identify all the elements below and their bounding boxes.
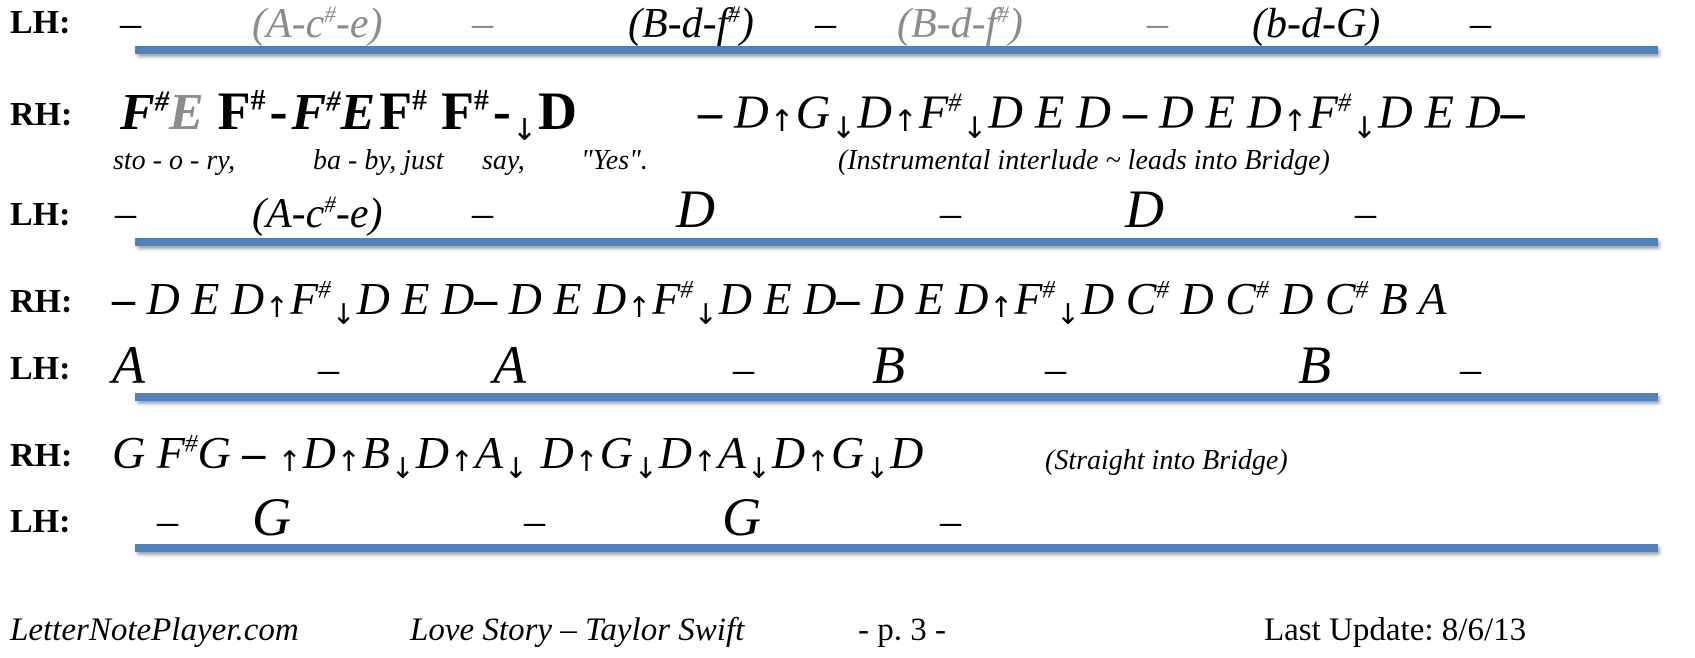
note-d: D [676, 179, 715, 239]
rest: – [318, 347, 339, 393]
interlude-note: (Instrumental interlude ~ leads into Bri… [838, 145, 1330, 176]
note-g: G [252, 487, 291, 547]
rest: – [1470, 1, 1491, 47]
footer-site: LetterNotePlayer.com [10, 612, 299, 648]
rest: – [940, 499, 961, 545]
chord-b-d-fs: (B-d-f#) [628, 1, 754, 47]
chord-a-cs-e: (A-c#-e) [252, 191, 383, 237]
rest: – [1147, 1, 1168, 47]
footer-song: Love Story – Taylor Swift [410, 612, 745, 648]
lyric-2: ba - by, just [313, 145, 444, 176]
straight-note: (Straight into Bridge) [1045, 445, 1288, 476]
footer-update: Last Update: 8/6/13 [1264, 612, 1527, 648]
rest: – [1355, 191, 1376, 237]
rest: – [733, 347, 754, 393]
lh-label-3: LH: [10, 350, 71, 387]
rh-label-3: RH: [10, 437, 73, 474]
note-b: B [1298, 335, 1331, 395]
lh-label-1: LH: [10, 4, 71, 41]
rest: – [815, 1, 836, 47]
rh-label-2: RH: [10, 283, 73, 320]
rest: – [115, 191, 136, 237]
footer-page: - p. 3 - [858, 612, 946, 648]
rest: – [120, 1, 141, 47]
rest: – [472, 191, 493, 237]
note-g: G [722, 487, 761, 547]
lh-label-4: LH: [10, 503, 71, 540]
note-d: D [1125, 179, 1164, 239]
rh-row-4: – D E D↑F#↓D E D– D E D↑F#↓D E D– D E D↑… [112, 273, 1447, 331]
note-a: A [493, 335, 526, 395]
lyric-4: "Yes". [581, 145, 648, 176]
rest: – [940, 191, 961, 237]
note-a: A [112, 335, 145, 395]
lh-label-2: LH: [10, 196, 71, 233]
lyric-1: sto - o - ry, [113, 145, 236, 176]
lh-row-1: – [120, 0, 141, 48]
lyric-3: say, [482, 145, 525, 176]
staff-bar-3 [135, 393, 1658, 401]
rest: – [1045, 347, 1066, 393]
rest: – [524, 499, 545, 545]
staff-bar-1 [135, 46, 1658, 54]
chord-b-d-fs-grey: (B-d-f#) [897, 1, 1023, 47]
staff-bar-4 [135, 544, 1658, 552]
rest: – [157, 499, 178, 545]
rest: – [1460, 347, 1481, 393]
rh-row-2-left: F#E F# - F#E F# F# -↓D [120, 81, 577, 148]
staff-bar-2 [135, 238, 1658, 246]
chord-a-cs-e-grey: (A-c#-e) [252, 1, 383, 47]
rest: – [472, 1, 493, 47]
note-b: B [872, 335, 905, 395]
rh-row-6: G F#G – ↑D↑B↓D↑A↓ D↑G↓D↑A↓D↑G↓D [112, 427, 924, 485]
rh-row-2-right: – D↑G↓D↑F#↓D E D – D E D↑F#↓D E D– [698, 86, 1525, 147]
chord-b-d-g: (b-d-G) [1252, 1, 1381, 47]
rh-label-1: RH: [10, 96, 73, 133]
